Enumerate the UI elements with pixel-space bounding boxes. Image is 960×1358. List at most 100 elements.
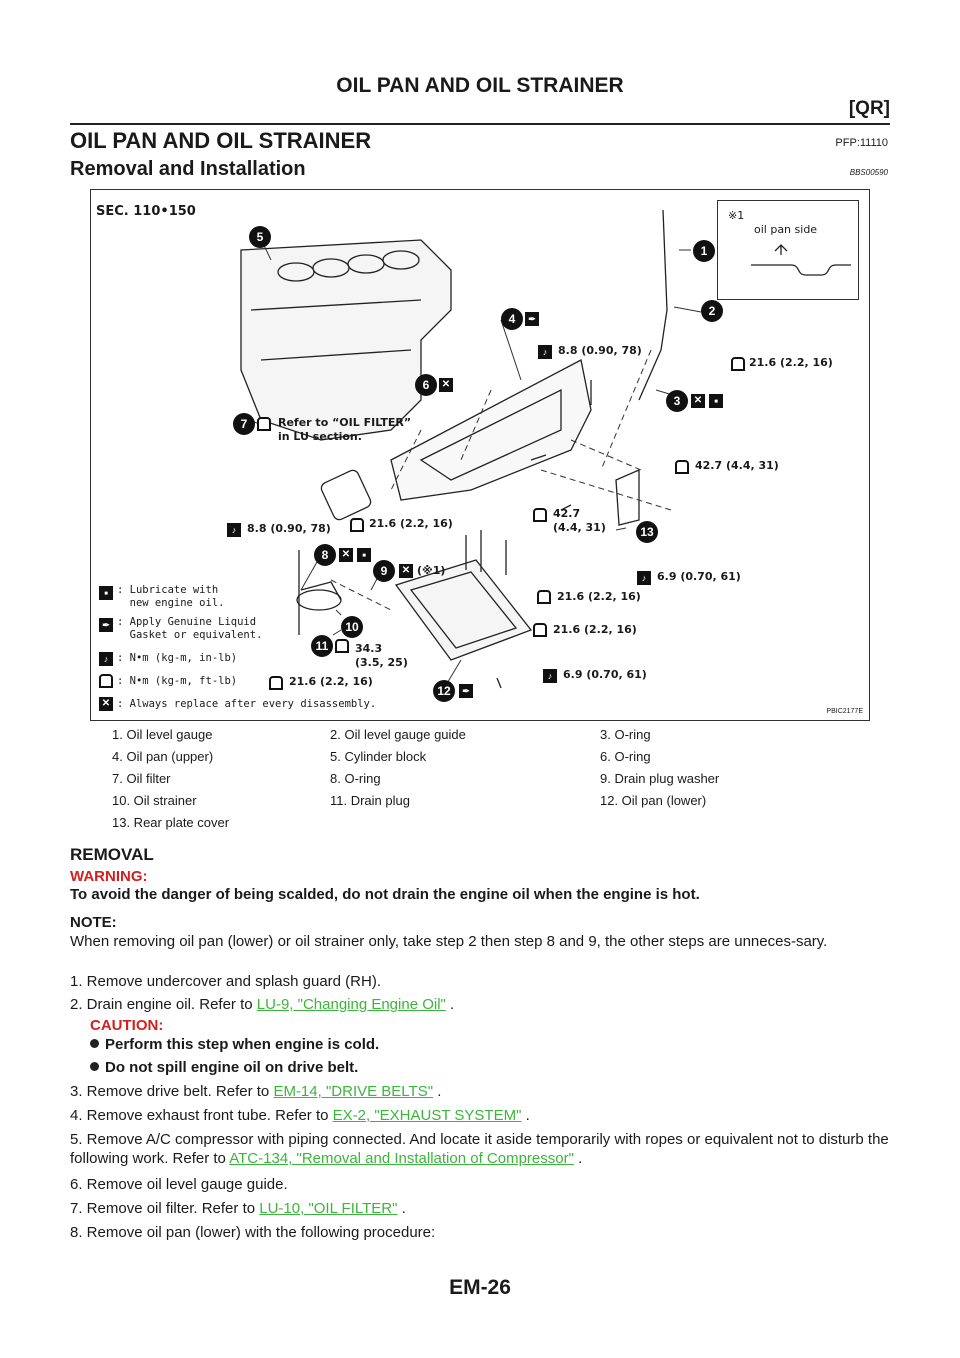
callout-3: 3 <box>666 390 688 412</box>
step-text: 5. Remove A/C compressor with piping con… <box>70 1131 889 1167</box>
step-6: 6. Remove oil level gauge guide. <box>70 1176 288 1193</box>
legend-replace: : Always replace after every disassembly… <box>117 698 377 710</box>
torque-ftlb-icon <box>537 590 551 604</box>
torque-inlb-icon <box>538 345 552 359</box>
step-5: 5. Remove A/C compressor with piping con… <box>70 1130 892 1168</box>
torque-ftlb-icon <box>533 623 547 637</box>
callout-2: 2 <box>701 300 723 322</box>
ref-link[interactable]: EM-14, "DRIVE BELTS" <box>273 1083 434 1100</box>
step-period: . <box>445 996 455 1013</box>
torque-ftlb-icon <box>99 674 113 688</box>
replace-icon <box>439 378 453 392</box>
step-8: 8. Remove oil pan (lower) with the follo… <box>70 1224 436 1241</box>
subtitle: Removal and Installation <box>70 158 306 180</box>
torque-ftlb-icon <box>675 460 689 474</box>
step-7: 7. Remove oil filter. Refer to LU-10, "O… <box>70 1199 406 1218</box>
lubricate-oil-icon <box>99 586 113 600</box>
torque-label: 8.8 (0.90, 78) <box>558 344 642 357</box>
section-label: SEC. 110•150 <box>96 204 196 219</box>
warning-label: WARNING: <box>70 868 148 885</box>
part-item: 4. Oil pan (upper) <box>112 749 214 764</box>
torque-label: 42.7 (4.4, 31) <box>553 507 606 534</box>
step-2: 2. Drain engine oil. Refer to LU-9, "Cha… <box>70 995 454 1014</box>
inset-ref: (※1) <box>417 564 446 577</box>
part-item: 9. Drain plug washer <box>600 771 720 786</box>
step-4: 4. Remove exhaust front tube. Refer to E… <box>70 1106 530 1125</box>
step-period: . <box>397 1200 406 1217</box>
torque-ftlb-icon <box>731 357 745 371</box>
caution-text: Perform this step when engine is cold. <box>105 1036 380 1053</box>
callout-6: 6 <box>415 374 437 396</box>
liquid-gasket-icon <box>99 618 113 632</box>
part-item: 8. O-ring <box>330 771 381 786</box>
liquid-gasket-icon <box>525 312 539 326</box>
torque-ftlb-icon <box>533 508 547 522</box>
main-title: OIL PAN AND OIL STRAINER <box>70 128 372 153</box>
torque-inlb-icon <box>99 652 113 666</box>
callout-5: 5 <box>249 226 271 248</box>
oil-filter-ref: Refer to “OIL FILTER” in LU section. <box>278 416 412 443</box>
inset-box: ※1 oil pan side <box>717 200 859 300</box>
replace-icon <box>339 548 353 562</box>
ref-link[interactable]: LU-10, "OIL FILTER" <box>259 1200 398 1217</box>
replace-icon <box>399 564 413 578</box>
torque-label: 6.9 (0.70, 61) <box>563 668 647 681</box>
callout-8: 8 <box>314 544 336 566</box>
step-period: . <box>521 1107 530 1124</box>
callout-4: 4 <box>501 308 523 330</box>
bullet-icon <box>90 1039 99 1048</box>
part-item: 6. O-ring <box>600 749 651 764</box>
note-text: When removing oil pan (lower) or oil str… <box>70 933 828 950</box>
lubricate-oil-icon <box>357 548 371 562</box>
callout-7: 7 <box>233 413 255 435</box>
callout-9: 9 <box>373 560 395 582</box>
legend-gasket: : Apply Genuine Liquid Gasket or equival… <box>117 616 263 641</box>
torque-inlb-icon <box>543 669 557 683</box>
torque-ftlb-icon <box>335 639 349 653</box>
torque-label: 42.7 (4.4, 31) <box>695 459 779 472</box>
ref-link[interactable]: ATC-134, "Removal and Installation of Co… <box>229 1150 574 1167</box>
legend-torque-ftlb: : N•m (kg-m, ft-lb) <box>117 675 238 687</box>
ref-link[interactable]: EX-2, "EXHAUST SYSTEM" <box>332 1107 522 1124</box>
step-3: 3. Remove drive belt. Refer to EM-14, "D… <box>70 1082 441 1101</box>
torque-label: 21.6 (2.2, 16) <box>749 356 833 369</box>
callout-12: 12 <box>433 680 455 702</box>
page-header-title: OIL PAN AND OIL STRAINER <box>336 74 624 97</box>
torque-ftlb-icon <box>350 518 364 532</box>
torque-label: 21.6 (2.2, 16) <box>369 517 453 530</box>
liquid-gasket-icon <box>459 684 473 698</box>
header-rule <box>70 123 890 125</box>
legend-torque-inlb: : N•m (kg-m, in-lb) <box>117 652 238 664</box>
torque-label: 21.6 (2.2, 16) <box>557 590 641 603</box>
part-item: 1. Oil level gauge <box>112 727 213 742</box>
warning-text: To avoid the danger of being scalded, do… <box>70 886 700 903</box>
step-period: . <box>433 1083 442 1100</box>
callout-1: 1 <box>693 240 715 262</box>
callout-13: 13 <box>636 521 658 543</box>
torque-inlb-icon <box>227 523 241 537</box>
caution-item: Perform this step when engine is cold. <box>90 1036 379 1053</box>
bbs-code: BBS00590 <box>849 168 888 177</box>
torque-label: 6.9 (0.70, 61) <box>657 570 741 583</box>
part-item: 7. Oil filter <box>112 771 171 786</box>
caution-text: Do not spill engine oil on drive belt. <box>105 1059 359 1076</box>
part-item: 12. Oil pan (lower) <box>600 793 707 808</box>
torque-ftlb-icon <box>257 417 271 431</box>
note-label: NOTE: <box>70 914 117 931</box>
page-number: EM-26 <box>449 1276 511 1299</box>
ref-link[interactable]: LU-9, "Changing Engine Oil" <box>256 996 446 1013</box>
callout-10: 10 <box>341 616 363 638</box>
figure-code: PBIC2177E <box>826 708 863 715</box>
replace-icon <box>691 394 705 408</box>
bullet-icon <box>90 1062 99 1071</box>
part-item: 13. Rear plate cover <box>112 815 230 830</box>
torque-ftlb-icon <box>269 676 283 690</box>
removal-heading: REMOVAL <box>70 845 154 864</box>
torque-inlb-icon <box>637 571 651 585</box>
inset-mark: ※1 <box>728 209 745 222</box>
step-period: . <box>573 1150 583 1167</box>
part-item: 11. Drain plug <box>330 793 410 808</box>
part-item: 2. Oil level gauge guide <box>330 727 466 742</box>
exploded-diagram: SEC. 110•150 ※1 oil pan side 5 1 2 4 6 3… <box>90 189 870 721</box>
part-item: 5. Cylinder block <box>330 749 427 764</box>
